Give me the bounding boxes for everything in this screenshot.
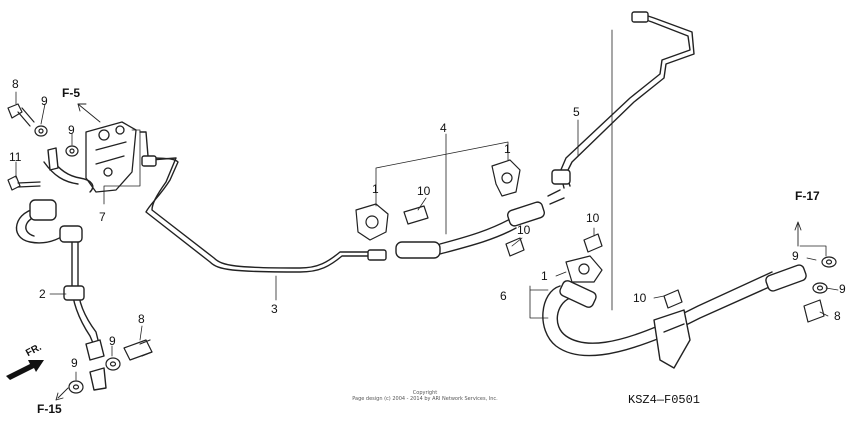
brake-pipe-3: [139, 131, 387, 273]
part-number-9: 9: [109, 334, 116, 348]
part-number-9: 9: [41, 94, 48, 108]
part-number-1: 1: [504, 142, 511, 156]
part-number-11: 11: [9, 150, 22, 164]
reference-f15[interactable]: F-15: [37, 402, 62, 416]
brake-pipe-5: [551, 11, 695, 189]
copyright-notice: Copyright Page design (c) 2004 - 2014 by…: [305, 390, 545, 402]
bolt-11: [7, 175, 41, 191]
front-direction-arrow: [6, 360, 44, 380]
part-number-5: 5: [573, 105, 580, 119]
brake-hose-2: [15, 147, 107, 391]
part-number-1: 1: [541, 269, 548, 283]
arrow-f17: [794, 221, 802, 247]
part-number-2: 2: [39, 287, 46, 301]
right-hardware: [803, 256, 837, 323]
part-number-7: 7: [99, 210, 106, 224]
clip-1-right: [565, 233, 683, 309]
part-number-8: 8: [138, 312, 145, 326]
part-number-9: 9: [68, 123, 75, 137]
brake-hose-6: [542, 264, 807, 369]
washer-9-upper-left: [34, 125, 79, 157]
arrow-f5: [77, 103, 101, 123]
brake-hose-4: [395, 189, 565, 259]
part-number-6: 6: [500, 289, 507, 303]
lower-left-hardware: [68, 339, 153, 394]
part-number-10: 10: [417, 184, 431, 198]
part-number-9: 9: [71, 356, 78, 370]
part-number-8: 8: [12, 77, 19, 91]
copyright-line2: Page design (c) 2004 - 2014 by ARI Netwo…: [352, 396, 498, 402]
leader-lines: [15, 29, 839, 381]
part-number-10: 10: [586, 211, 600, 225]
part-number-9: 9: [792, 249, 799, 263]
bolt-8-upper-left: [7, 103, 35, 127]
part-number-10: 10: [633, 291, 647, 305]
bolt-10-center: [403, 205, 525, 257]
arrow-f15: [55, 387, 69, 401]
part-number-4: 4: [440, 121, 447, 135]
clip-1-center: [355, 159, 521, 241]
part-number-3: 3: [271, 302, 278, 316]
reference-f17[interactable]: F-17: [795, 189, 820, 203]
part-number-10: 10: [517, 223, 531, 237]
copyright-line1: Copyright: [412, 390, 438, 396]
diagram-code: KSZ4—F0501: [628, 393, 701, 407]
part-number-9: 9: [839, 282, 846, 296]
part-number-1: 1: [372, 182, 379, 196]
part-number-8: 8: [834, 309, 841, 323]
proportioning-valve: [85, 121, 137, 193]
reference-f5[interactable]: F-5: [62, 86, 80, 100]
